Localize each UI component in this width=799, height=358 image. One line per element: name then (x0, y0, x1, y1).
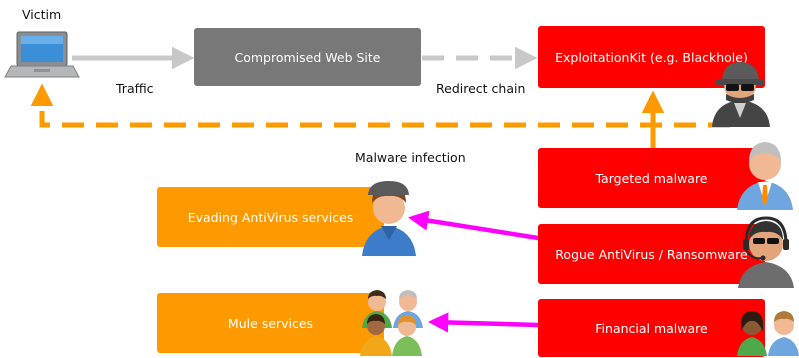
rogue-to-evading-arrow (408, 210, 539, 241)
redirect-chain-label: Redirect chain (436, 81, 526, 96)
teen-user-icon (362, 181, 416, 256)
malware-infection-label: Malware infection (355, 150, 466, 165)
business-man-icon (737, 142, 793, 210)
hacker-icon (712, 62, 770, 127)
mule-services-box: Mule services (157, 293, 384, 353)
rogue-antivirus-box: Rogue AntiVirus / Ransomware (538, 224, 765, 284)
headset-operator-icon (738, 216, 794, 288)
compromised-web-site-box: Compromised Web Site (194, 28, 421, 86)
infection-dashed-path (30, 83, 730, 128)
laptop-icon (4, 31, 80, 78)
exploitation-kit-box: ExploitationKit (e.g. Blackhole) (538, 26, 765, 88)
financial-to-mule-arrow (427, 312, 539, 333)
victim-label: Victim (22, 7, 62, 22)
targeted-malware-box: Targeted malware (538, 148, 765, 208)
user-group-icon (360, 290, 423, 356)
evading-antivirus-box: Evading AntiVirus services (157, 187, 384, 247)
couple-icon (737, 311, 799, 356)
traffic-label: Traffic (116, 81, 154, 96)
financial-malware-box: Financial malware (538, 299, 765, 357)
